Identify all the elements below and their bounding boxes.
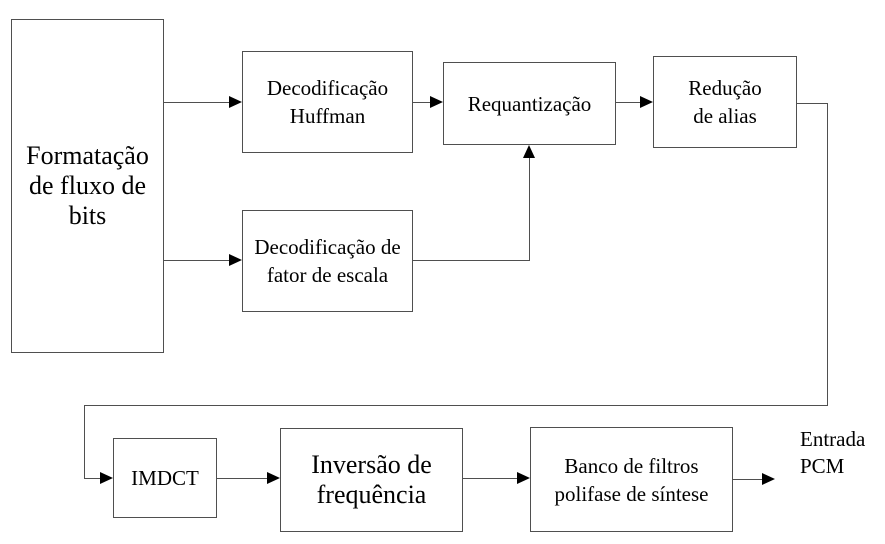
box-label-line: polifase de síntese	[554, 481, 709, 506]
box-banco-filtros-polifase: Banco de filtros polifase de síntese	[530, 427, 733, 532]
arrowhead-formatacao-to-huffman-icon	[229, 96, 242, 108]
box-label-line: Banco de filtros	[564, 453, 699, 478]
box-label-line: fator de escala	[266, 263, 389, 287]
box-decodificacao-fator-escala: Decodificação de fator de escala	[242, 210, 413, 312]
line-banco-to-output	[733, 479, 763, 480]
line-formatacao-to-huffman	[164, 102, 229, 103]
box-label-line: frequência	[316, 480, 427, 509]
arrowhead-imdct-to-inversao-icon	[267, 472, 280, 484]
line-reducao-exit	[797, 103, 828, 104]
line-feedback-left-vertical	[84, 405, 85, 479]
line-requantizacao-to-reducao	[616, 102, 640, 103]
box-requantizacao: Requantização	[443, 62, 616, 145]
arrowhead-inversao-to-banco-icon	[517, 472, 530, 484]
box-label-line: Formatação	[26, 141, 149, 170]
box-formatacao-fluxo-bits: Formatação de fluxo de bits	[11, 19, 164, 353]
arrowhead-formatacao-to-fator-icon	[229, 254, 242, 266]
box-label-line: IMDCT	[131, 466, 199, 490]
line-imdct-to-inversao	[217, 478, 268, 479]
box-label-line: Decodificação de	[254, 235, 401, 259]
line-feedback-to-imdct	[84, 478, 101, 479]
box-label-line: de fluxo de	[29, 171, 146, 200]
arrowhead-feedback-to-imdct-icon	[100, 472, 113, 484]
box-label-line: bits	[68, 201, 107, 230]
line-formatacao-to-fator	[164, 260, 229, 261]
box-label-line: Decodificação	[266, 76, 389, 100]
box-label-line: de alias	[693, 104, 757, 128]
line-fator-to-requantizacao-horizontal	[413, 260, 530, 261]
box-label-line: Huffman	[289, 104, 366, 128]
box-imdct: IMDCT	[113, 438, 217, 518]
line-huffman-to-requantizacao	[413, 102, 430, 103]
line-feedback-right-vertical	[827, 103, 828, 406]
label-entrada-pcm: Entrada PCM	[800, 426, 865, 480]
arrowhead-huffman-to-requantizacao-icon	[430, 96, 443, 108]
arrowhead-banco-to-output-icon	[762, 473, 775, 485]
line-inversao-to-banco	[463, 478, 518, 479]
label-entrada-pcm-line: Entrada	[800, 427, 866, 451]
box-label-line: Inversão de	[311, 450, 432, 479]
box-label-line: Requantização	[467, 91, 592, 116]
arrowhead-requantizacao-to-reducao-icon	[640, 96, 653, 108]
line-feedback-horizontal	[84, 405, 828, 406]
arrowhead-fator-to-requantizacao-icon	[523, 145, 535, 158]
label-entrada-pcm-line: PCM	[800, 454, 845, 478]
box-decodificacao-huffman: Decodificação Huffman	[242, 51, 413, 153]
line-fator-to-requantizacao-vertical	[529, 158, 530, 261]
box-label-line: Redução	[688, 76, 762, 100]
box-reducao-de-alias: Redução de alias	[653, 56, 797, 148]
box-inversao-frequencia: Inversão de frequência	[280, 428, 463, 532]
